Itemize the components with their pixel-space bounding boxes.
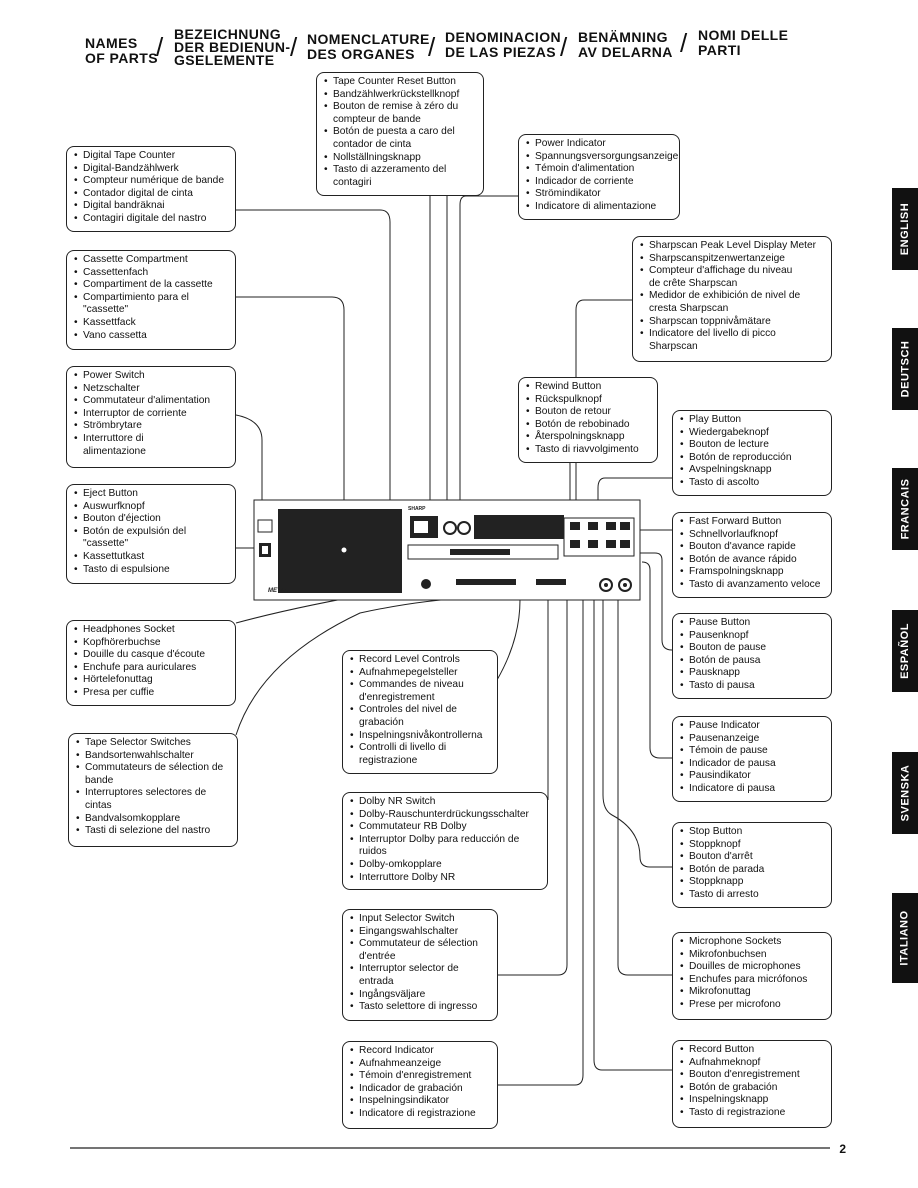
label-eject: Eject Button Auswurfknopf Bouton d'éject… bbox=[66, 484, 236, 584]
label-digital-tape-counter: Digital Tape Counter Digital-Bandzählwer… bbox=[66, 146, 236, 232]
label-cassette-compartment: Cassette Compartment Cassettenfach Compa… bbox=[66, 250, 236, 350]
tab-svenska: SVENSKA bbox=[892, 752, 918, 834]
label-stop: Stop Button Stoppknopf Bouton d'arrêt Bo… bbox=[672, 822, 832, 908]
label-headphones: Headphones Socket Kopfhörerbuchse Douill… bbox=[66, 620, 236, 706]
label-tape-counter-reset: Tape Counter Reset Button Bandzählwerkrü… bbox=[316, 72, 484, 196]
label-input-selector: Input Selector Switch Eingangswahlschalt… bbox=[342, 909, 498, 1021]
label-sharpscan: Sharpscan Peak Level Display Meter Sharp… bbox=[632, 236, 832, 362]
label-pause-button: Pause Button Pausenknopf Bouton de pause… bbox=[672, 613, 832, 699]
label-microphone: Microphone Sockets Mikrofonbuchsen Douil… bbox=[672, 932, 832, 1020]
label-dolby: Dolby NR Switch Dolby-Rauschunterdrückun… bbox=[342, 792, 548, 890]
label-record-indicator: Record Indicator Aufnahmeanzeige Témoin … bbox=[342, 1041, 498, 1129]
tab-espanol: ESPAÑOL bbox=[892, 610, 918, 692]
label-record-level: Record Level Controls Aufnahmepegelstell… bbox=[342, 650, 498, 774]
label-power-indicator: Power Indicator Spannungsversorgungsanze… bbox=[518, 134, 680, 220]
brand-logo: SHARP bbox=[408, 506, 426, 512]
tab-english: ENGLISH bbox=[892, 188, 918, 270]
label-tape-selector: Tape Selector Switches Bandsortenwahlsch… bbox=[68, 733, 238, 847]
tab-deutsch: DEUTSCH bbox=[892, 328, 918, 410]
metal-badge: METAL bbox=[268, 588, 289, 594]
label-record-button: Record Button Aufnahmeknopf Bouton d'enr… bbox=[672, 1040, 832, 1128]
tab-italiano: ITALIANO bbox=[892, 893, 918, 983]
label-pause-indicator: Pause Indicator Pausenanzeige Témoin de … bbox=[672, 716, 832, 802]
cassette-deck: SHARP METAL bbox=[253, 499, 641, 601]
label-play: Play Button Wiedergabeknopf Bouton de le… bbox=[672, 410, 832, 496]
label-power-switch: Power Switch Netzschalter Commutateur d'… bbox=[66, 366, 236, 468]
page-number: 2 bbox=[839, 1142, 846, 1156]
tab-francais: FRANCAIS bbox=[892, 468, 918, 550]
label-fast-forward: Fast Forward Button Schnellvorlaufknopf … bbox=[672, 512, 832, 598]
label-rewind: Rewind Button Rückspulknopf Bouton de re… bbox=[518, 377, 658, 463]
cassette-compartment-door bbox=[278, 509, 402, 593]
